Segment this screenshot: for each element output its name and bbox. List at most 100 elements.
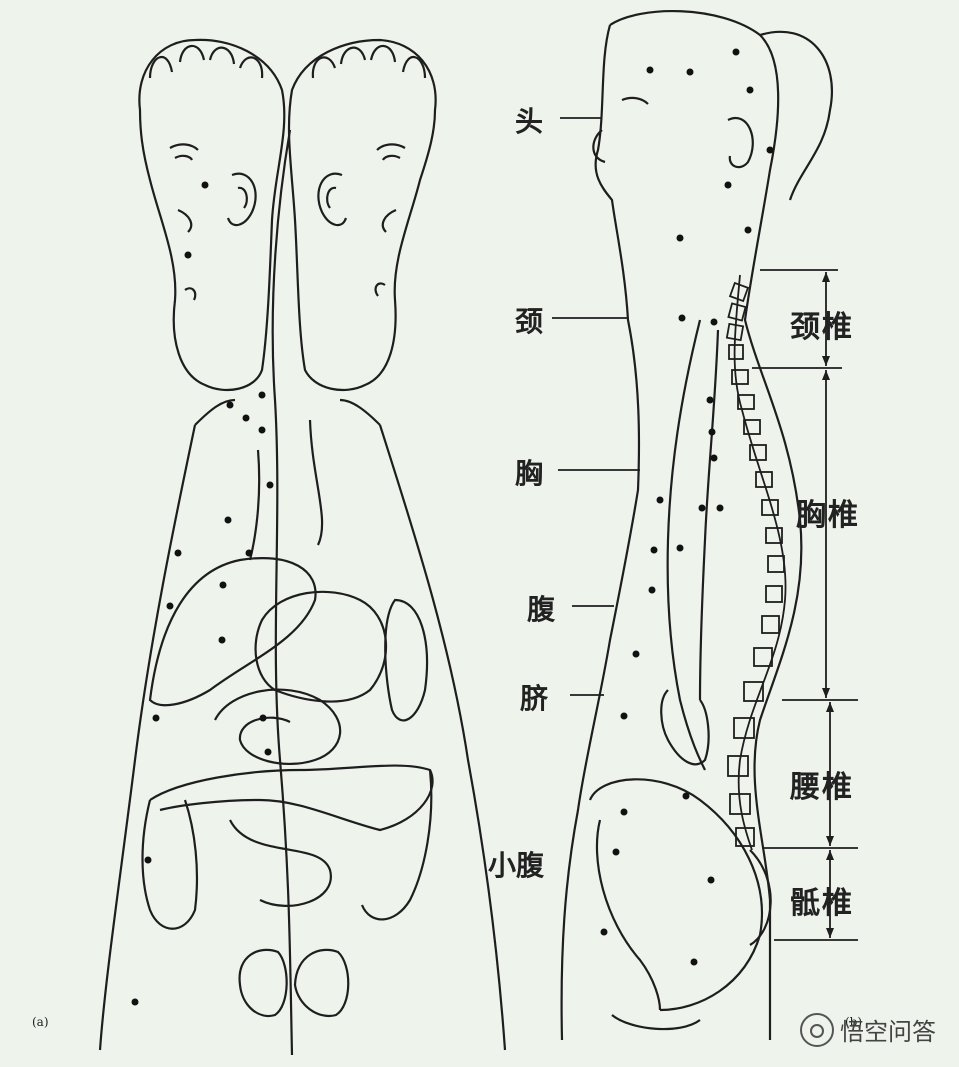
left-eye-lid bbox=[174, 154, 193, 161]
spine-vertebrae bbox=[725, 274, 787, 851]
body-label-leaders bbox=[552, 117, 640, 696]
spinal-cord-line bbox=[733, 274, 787, 851]
watermark: 悟空问答 bbox=[800, 1012, 936, 1047]
acupoint-dot bbox=[678, 314, 686, 322]
knee-outline bbox=[595, 819, 662, 1011]
arm-outline bbox=[666, 319, 706, 771]
acupoint-dot bbox=[259, 714, 267, 722]
acupoint-dot bbox=[766, 146, 774, 154]
acupoint-dot bbox=[201, 181, 209, 189]
ascending-colon bbox=[141, 799, 199, 930]
foot-outline bbox=[611, 1014, 701, 1031]
acupoint-dot bbox=[744, 226, 752, 234]
vertebra bbox=[755, 471, 773, 488]
right-sole-outline bbox=[378, 424, 507, 1051]
acupoint-dot bbox=[620, 712, 628, 720]
left-mouth bbox=[184, 287, 197, 301]
inner-line-right bbox=[308, 419, 324, 546]
figure-mark-right: (b) bbox=[845, 1015, 863, 1029]
arrow-up bbox=[826, 702, 834, 712]
toe-line bbox=[311, 56, 337, 79]
label-navel: 脐 bbox=[520, 682, 549, 715]
acupoint-dot bbox=[612, 848, 620, 856]
vertebra bbox=[728, 344, 744, 360]
right-mouth bbox=[374, 282, 386, 297]
left-figure-soles bbox=[98, 38, 507, 1056]
label-lumbar-spine: 腰椎 bbox=[790, 770, 854, 805]
label-thoracic-spine: 胸椎 bbox=[796, 498, 860, 533]
sigmoid-colon bbox=[229, 819, 332, 907]
vertebra bbox=[727, 755, 749, 777]
left-ear bbox=[226, 172, 257, 227]
acupoint-dot bbox=[716, 504, 724, 512]
acupoint-dot bbox=[708, 428, 716, 436]
acupoint-dot bbox=[218, 636, 226, 644]
figure-mark-left: (a) bbox=[32, 1015, 49, 1029]
vertebra bbox=[753, 647, 773, 667]
watermark-text: 悟空问答 bbox=[840, 1018, 936, 1046]
acupoint-dot bbox=[144, 856, 152, 864]
acupoint-dot bbox=[686, 68, 694, 76]
acupoint-dot bbox=[724, 181, 732, 189]
stomach-shape bbox=[254, 590, 388, 703]
acupoint-dot bbox=[258, 391, 266, 399]
arrow-down bbox=[822, 688, 830, 698]
toe-line bbox=[401, 55, 427, 79]
left-eye bbox=[169, 143, 199, 151]
vertebra bbox=[737, 394, 755, 410]
spine-region-brackets bbox=[752, 269, 858, 941]
label-cervical-spine: 颈椎 bbox=[790, 310, 854, 345]
vertebra bbox=[765, 527, 783, 544]
acupoint-dot bbox=[226, 401, 234, 409]
acupoint-dot bbox=[632, 650, 640, 658]
wukong-logo-icon bbox=[800, 1012, 834, 1047]
acupoint-dot bbox=[264, 748, 272, 756]
acupoint-dot bbox=[620, 808, 628, 816]
acupoint-dot bbox=[707, 876, 715, 884]
acupoint-dot bbox=[710, 454, 718, 462]
acupoints-left bbox=[131, 181, 274, 1006]
acupoint-dot bbox=[676, 544, 684, 552]
label-chest: 胸 bbox=[515, 457, 544, 490]
arrow-down bbox=[826, 836, 834, 846]
acupoint-dot bbox=[245, 549, 253, 557]
acupoint-dot bbox=[166, 602, 174, 610]
label-neck: 颈 bbox=[515, 305, 544, 338]
side-eye bbox=[621, 96, 649, 105]
arrow-down bbox=[822, 356, 830, 366]
acupoint-dot bbox=[646, 66, 654, 74]
right-foot-head bbox=[287, 38, 437, 392]
label-head: 头 bbox=[515, 105, 544, 138]
arrow-up bbox=[822, 272, 830, 282]
vertebra bbox=[725, 322, 745, 342]
acupoint-dot bbox=[746, 86, 754, 94]
acupoint-dot bbox=[706, 396, 714, 404]
transverse-colon bbox=[149, 764, 434, 832]
arm-inner-outline bbox=[698, 329, 720, 701]
toe-line bbox=[369, 44, 397, 63]
vertebra bbox=[767, 555, 785, 573]
liver-shape bbox=[148, 557, 317, 707]
acupoints-right bbox=[600, 48, 774, 966]
acupoint-dot bbox=[224, 516, 232, 524]
right-figure-side-view bbox=[560, 9, 833, 1041]
left-ear-inner bbox=[237, 186, 248, 209]
descending-colon bbox=[360, 769, 433, 921]
vertebra bbox=[728, 281, 750, 303]
side-face-nose bbox=[592, 129, 606, 164]
acupoint-dot bbox=[732, 48, 740, 56]
toe-line bbox=[148, 55, 174, 79]
acupoint-dot bbox=[710, 318, 718, 326]
acupoint-dot bbox=[698, 504, 706, 512]
vertebra bbox=[731, 369, 749, 385]
side-body-front-outline bbox=[560, 24, 641, 1041]
thigh-outline bbox=[588, 778, 763, 1012]
bracket-arrows bbox=[822, 272, 834, 938]
small-intestine-swirl bbox=[214, 688, 342, 765]
toe-line bbox=[238, 56, 264, 79]
sacrum-curve bbox=[749, 849, 772, 946]
right-nose bbox=[381, 208, 397, 233]
acupoint-dot bbox=[600, 928, 608, 936]
